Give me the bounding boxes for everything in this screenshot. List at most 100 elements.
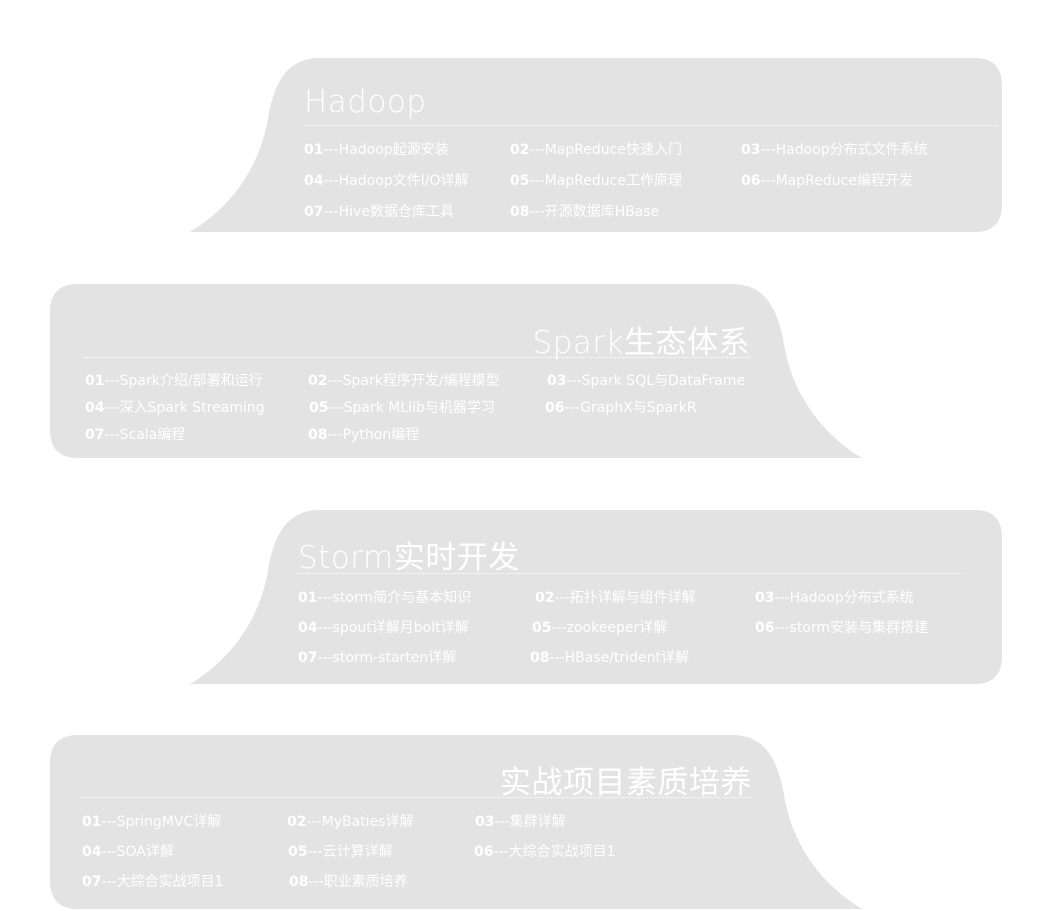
item-label: ---Hadoop分布式系统 — [774, 590, 914, 606]
storm-card: Storm实时开发 01---storm简介与基本知识 02---拓扑详解与组件… — [190, 510, 1004, 686]
item-label: ---Python编程 — [327, 427, 420, 443]
course-item-04[interactable]: 04---spout详解月bolt详解 — [298, 619, 469, 637]
course-item-03[interactable]: 03---Hadoop分布式系统 — [755, 589, 914, 607]
item-number: 04 — [304, 173, 324, 189]
course-item-01[interactable]: 01---storm简介与基本知识 — [298, 589, 471, 607]
course-item-02[interactable]: 02---拓扑详解与组件详解 — [535, 589, 696, 607]
item-number: 05 — [288, 844, 308, 860]
item-label: ---Hadoop文件I/O详解 — [323, 173, 469, 189]
item-number: 05 — [309, 400, 329, 416]
course-item-07[interactable]: 07---storm-starten详解 — [298, 649, 456, 667]
course-item-02[interactable]: 02---MapReduce快速入门 — [510, 141, 682, 159]
item-number: 06 — [545, 400, 565, 416]
hadoop-card: Hadoop 01---Hadoop起源安装 02---MapReduce快速入… — [190, 58, 1004, 234]
item-label: ---MapReduce快速入门 — [529, 142, 682, 158]
course-item-03[interactable]: 03---集群详解 — [475, 813, 566, 831]
course-item-06[interactable]: 06---MapReduce编程开发 — [741, 172, 913, 190]
item-number: 03 — [475, 814, 495, 830]
item-number: 07 — [304, 204, 324, 220]
item-number: 07 — [85, 427, 105, 443]
spark-card: Spark生态体系 01---Spark介绍/部署和运行 02---Spark程… — [50, 284, 862, 460]
course-item-07[interactable]: 07---Hive数据仓库工具 — [304, 203, 454, 221]
item-label: ---Scala编程 — [104, 427, 186, 443]
course-item-05[interactable]: 05---zookeeper详解 — [532, 619, 667, 637]
item-label: ---storm-starten详解 — [317, 650, 457, 666]
title-divider — [82, 797, 752, 798]
course-item-08[interactable]: 08---开源数据库HBase — [510, 203, 659, 221]
course-item-08[interactable]: 08---Python编程 — [308, 426, 419, 444]
item-number: 08 — [289, 874, 309, 890]
card-background — [50, 284, 862, 458]
course-item-05[interactable]: 05---Spark MLlib与机器学习 — [309, 399, 495, 417]
item-number: 06 — [755, 620, 775, 636]
course-item-08[interactable]: 08---职业素质培养 — [289, 873, 408, 891]
course-item-06[interactable]: 06---storm安装与集群搭建 — [755, 619, 928, 637]
item-number: 01 — [82, 814, 102, 830]
item-label: ---Spark介绍/部署和运行 — [104, 373, 263, 389]
item-number: 01 — [298, 590, 318, 606]
course-item-03[interactable]: 03---Hadoop分布式文件系统 — [741, 141, 928, 159]
item-number: 01 — [304, 142, 324, 158]
item-number: 06 — [741, 173, 761, 189]
item-label: ---集群详解 — [494, 814, 566, 830]
item-number: 02 — [535, 590, 555, 606]
item-number: 02 — [308, 373, 328, 389]
course-item-01[interactable]: 01---SpringMVC详解 — [82, 813, 221, 831]
item-label: ---SpringMVC详解 — [101, 814, 222, 830]
item-number: 03 — [547, 373, 567, 389]
card-title: 实战项目素质培养 — [500, 765, 752, 801]
item-number: 05 — [510, 173, 530, 189]
course-item-03[interactable]: 03---Spark SQL与DataFrame — [547, 372, 745, 390]
item-label: ---深入Spark Streaming — [104, 400, 265, 416]
course-item-02[interactable]: 02---Spark程序开发/编程模型 — [308, 372, 500, 390]
item-label: ---Hadoop起源安装 — [323, 142, 449, 158]
item-label: ---大综合实战项目1 — [493, 844, 616, 860]
item-number: 04 — [82, 844, 102, 860]
course-item-06[interactable]: 06---GraphX与SparkR — [545, 399, 697, 417]
item-number: 08 — [308, 427, 328, 443]
course-item-08[interactable]: 08---HBase/trident详解 — [530, 649, 689, 667]
item-number: 02 — [287, 814, 307, 830]
item-number: 05 — [532, 620, 552, 636]
course-item-04[interactable]: 04---Hadoop文件I/O详解 — [304, 172, 469, 190]
item-label: ---MyBaties详解 — [306, 814, 414, 830]
card-background — [190, 510, 1002, 684]
item-label: ---拓扑详解与组件详解 — [554, 590, 696, 606]
item-label: ---云计算详解 — [307, 844, 393, 860]
item-label: ---Hadoop分布式文件系统 — [760, 142, 928, 158]
course-item-01[interactable]: 01---Hadoop起源安装 — [304, 141, 449, 159]
title-divider — [84, 357, 750, 358]
item-label: ---spout详解月bolt详解 — [317, 620, 469, 636]
card-title: Storm实时开发 — [298, 540, 520, 576]
card-title: Hadoop — [304, 84, 427, 120]
course-item-04[interactable]: 04---深入Spark Streaming — [85, 399, 265, 417]
item-number: 03 — [741, 142, 761, 158]
item-number: 08 — [510, 204, 530, 220]
item-number: 01 — [85, 373, 105, 389]
item-label: ---大综合实战项目1 — [101, 874, 224, 890]
item-label: ---职业素质培养 — [308, 874, 408, 890]
course-item-02[interactable]: 02---MyBaties详解 — [287, 813, 413, 831]
course-item-07[interactable]: 07---Scala编程 — [85, 426, 185, 444]
course-item-06[interactable]: 06---大综合实战项目1 — [474, 843, 616, 861]
item-label: ---HBase/trident详解 — [549, 650, 689, 666]
course-item-07[interactable]: 07---大综合实战项目1 — [82, 873, 224, 891]
card-title: Spark生态体系 — [532, 325, 750, 361]
item-label: ---storm简介与基本知识 — [317, 590, 472, 606]
item-label: ---Hive数据仓库工具 — [323, 204, 454, 220]
title-divider — [304, 125, 998, 126]
course-item-04[interactable]: 04---SOA详解 — [82, 843, 174, 861]
item-number: 02 — [510, 142, 530, 158]
course-item-05[interactable]: 05---MapReduce工作原理 — [510, 172, 682, 190]
item-label: ---开源数据库HBase — [529, 204, 660, 220]
item-number: 07 — [298, 650, 318, 666]
course-item-05[interactable]: 05---云计算详解 — [288, 843, 393, 861]
course-item-01[interactable]: 01---Spark介绍/部署和运行 — [85, 372, 263, 390]
practice-card: 实战项目素质培养 01---SpringMVC详解 02---MyBaties详… — [50, 735, 862, 911]
item-label: ---zookeeper详解 — [551, 620, 668, 636]
card-background — [190, 58, 1002, 232]
item-number: 04 — [298, 620, 318, 636]
item-number: 06 — [474, 844, 494, 860]
item-label: ---MapReduce编程开发 — [760, 173, 913, 189]
item-number: 07 — [82, 874, 102, 890]
